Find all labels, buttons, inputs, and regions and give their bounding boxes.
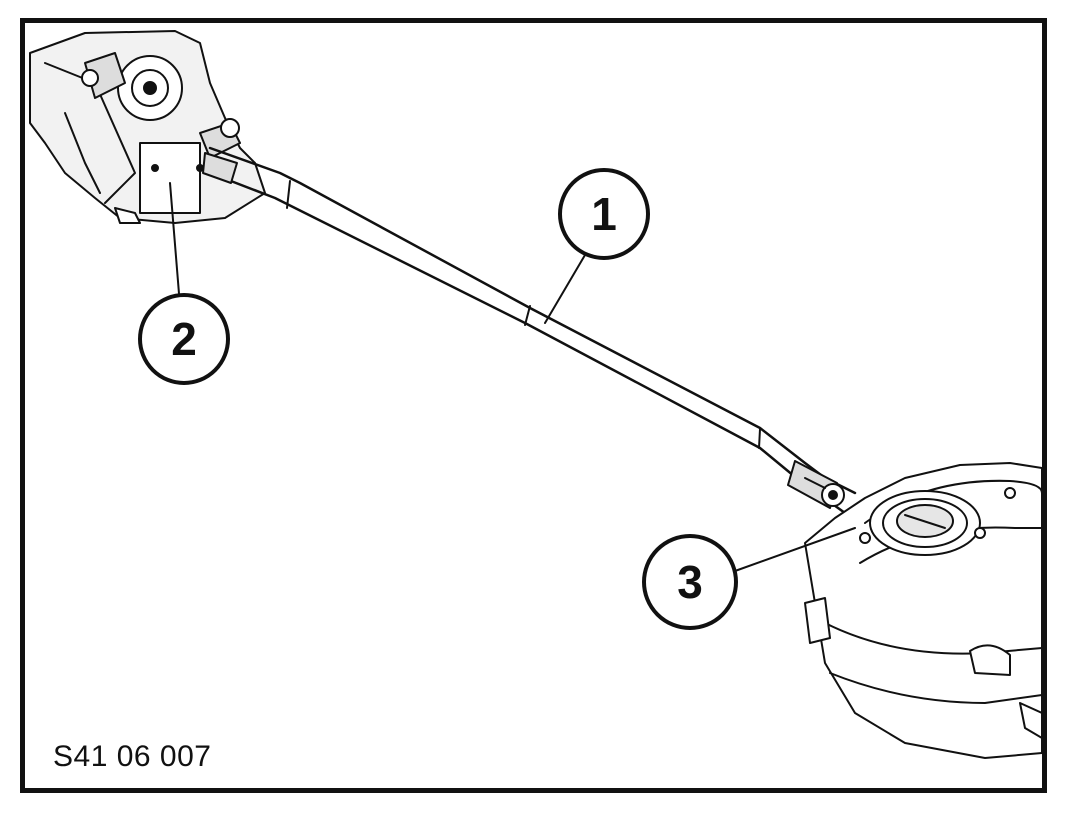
strut-housing [804,462,1042,759]
leader-line-1 [544,254,586,324]
diagram-illustration [29,30,1042,759]
diagram-frame: 1 2 3 S41 06 007 [20,18,1047,793]
callout-2-label: 2 [171,313,197,365]
callout-1-label: 1 [591,188,617,240]
mounting-bracket [29,30,266,224]
leader-line-3 [734,527,856,572]
callout-3-label: 3 [677,556,703,608]
leader-line-2 [169,182,181,307]
brace-rod [202,146,857,515]
callout-1: 1 [558,168,650,260]
callout-3: 3 [642,534,738,630]
callout-2: 2 [138,293,230,385]
figure-code: S41 06 007 [53,740,212,773]
